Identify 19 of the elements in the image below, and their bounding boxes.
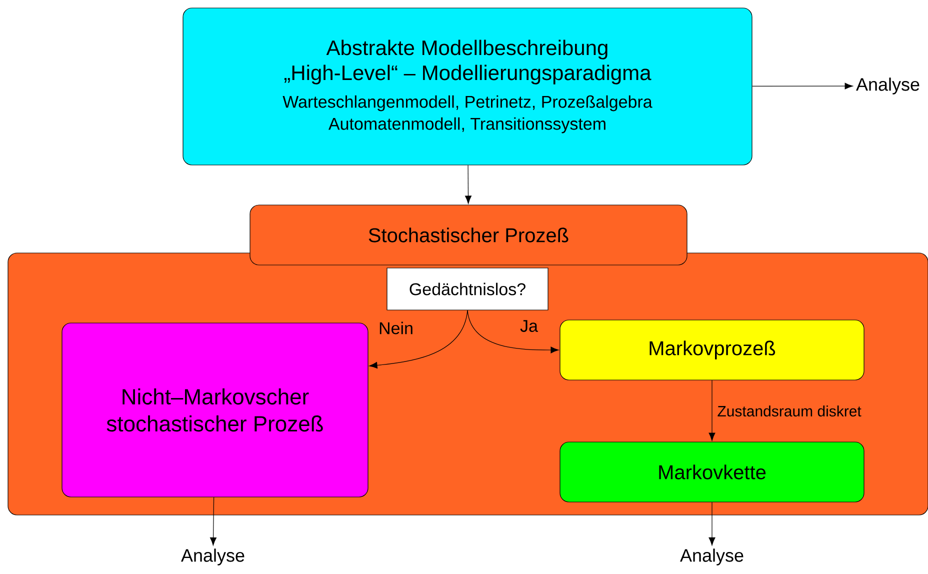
arrow	[369, 310, 468, 368]
arrow	[464, 165, 472, 204]
arrow	[708, 380, 716, 441]
model-box: Abstrakte Modellbeschreibung „High-Level“ – Modellierungsparadigma Warteschlangenmodell, Petrinetz, Prozeßalgebra Automatenmodell, Transitionssystem	[182, 8, 752, 166]
process-box: Stochastischer Prozeß	[250, 204, 688, 266]
analysis-text: Analyse	[680, 548, 744, 566]
arrow	[752, 82, 853, 90]
arrow	[210, 497, 217, 546]
edge-label: Nein	[378, 320, 414, 336]
analysis-text: Analyse	[181, 548, 244, 566]
edge-label: Zustandsraum diskret	[716, 404, 862, 418]
arrow	[467, 310, 559, 354]
edge-label: Ja	[519, 319, 539, 333]
process-box: Markovprozeß	[560, 320, 864, 380]
process-box: Markovkette	[560, 442, 864, 502]
analysis-text: Analyse	[856, 78, 920, 94]
process-box: Nicht–Markovscher stochastischer Prozeß	[62, 322, 368, 498]
decision-box: Gedächtnislos?	[386, 268, 548, 310]
arrow	[708, 502, 716, 546]
